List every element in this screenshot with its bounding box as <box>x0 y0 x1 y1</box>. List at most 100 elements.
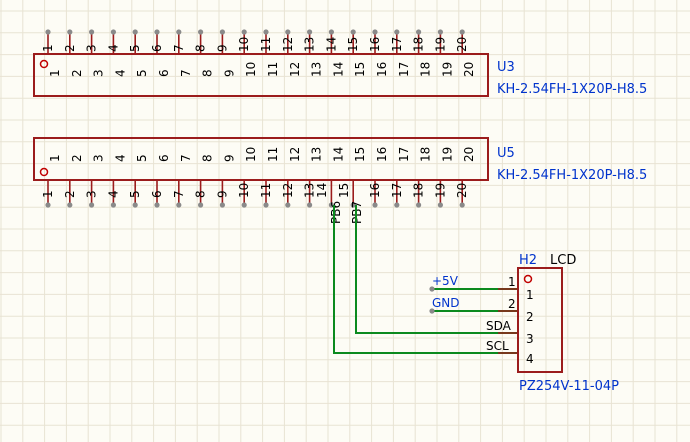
u5-pin-end[interactable] <box>328 202 334 208</box>
u5-pin-end[interactable] <box>45 202 51 208</box>
u3-pin-number: 3 <box>85 44 99 52</box>
wire-pb6-scl[interactable] <box>333 205 518 354</box>
u5-pin-end[interactable] <box>285 202 291 208</box>
u5-pin-end[interactable] <box>89 202 95 208</box>
u5-inner-pin-number: 17 <box>397 147 411 162</box>
u5-inner-pin-number: 13 <box>310 147 324 162</box>
u3-pin-end[interactable] <box>263 29 269 35</box>
u3-pin-number: 17 <box>390 37 404 52</box>
h2-designator: H2 <box>519 253 537 268</box>
u5-pin1-marker <box>39 167 49 177</box>
u3-pin-number: 6 <box>150 44 164 52</box>
u5-pin-end[interactable] <box>132 202 138 208</box>
u3-pin1-marker <box>39 59 49 69</box>
u5-pin-number: 16 <box>368 183 382 198</box>
u5-pin-end[interactable] <box>219 202 225 208</box>
u3-inner-pin-number: 15 <box>353 62 367 77</box>
u5-pin-number: 3 <box>85 190 99 198</box>
h2-pin1-marker <box>523 274 533 284</box>
u5-pin-number: 8 <box>194 190 208 198</box>
u5-inner-pin-number: 15 <box>353 147 367 162</box>
u3-inner-pin-number: 6 <box>157 69 171 77</box>
u3-pin-end[interactable] <box>241 29 247 35</box>
u3-pin-number: 7 <box>172 44 186 52</box>
u5-inner-pin-number: 6 <box>157 154 171 162</box>
u3-pin-number: 19 <box>433 37 447 52</box>
u5-pin-end[interactable] <box>394 202 400 208</box>
u5-pin-number: 12 <box>281 183 295 198</box>
h2-pin-number: 2 <box>526 310 534 324</box>
u5-inner-pin-number: 1 <box>48 154 62 162</box>
u3-pin-end[interactable] <box>437 29 443 35</box>
u5-pin-number: 7 <box>172 190 186 198</box>
u3-pin-end[interactable] <box>132 29 138 35</box>
u5-body[interactable] <box>33 137 489 181</box>
u5-inner-pin-number: 14 <box>331 147 345 162</box>
u5-designator: U5 <box>497 146 515 161</box>
h2-net-label: SDA <box>486 319 512 333</box>
u5-pin-end[interactable] <box>307 202 313 208</box>
u3-inner-pin-number: 5 <box>135 69 149 77</box>
u5-pin-number: 9 <box>215 190 229 198</box>
u3-pin-number: 9 <box>215 44 229 52</box>
u3-value: KH-2.54FH-1X20P-H8.5 <box>497 82 647 97</box>
wire-pb7-sda[interactable] <box>355 205 518 334</box>
u3-pin-end[interactable] <box>198 29 204 35</box>
u3-pin-end[interactable] <box>219 29 225 35</box>
u3-pin-end[interactable] <box>372 29 378 35</box>
u5-inner-pin-number: 16 <box>375 147 389 162</box>
u5-pin-number: 10 <box>237 183 251 198</box>
u5-pin-number: 15 <box>337 183 351 198</box>
u3-pin-number: 10 <box>237 37 251 52</box>
u3-pin-end[interactable] <box>89 29 95 35</box>
u5-pin-end[interactable] <box>110 202 116 208</box>
u3-inner-pin-number: 9 <box>222 69 236 77</box>
u5-pin-end[interactable] <box>459 202 465 208</box>
u5-pin-end[interactable] <box>241 202 247 208</box>
u5-pin-end[interactable] <box>198 202 204 208</box>
u3-body[interactable] <box>33 53 489 97</box>
u3-inner-pin-number: 2 <box>70 69 84 77</box>
u3-pin-end[interactable] <box>110 29 116 35</box>
u5-pin-number: 4 <box>106 190 120 198</box>
u3-inner-pin-number: 17 <box>397 62 411 77</box>
u5-pin-number: 17 <box>390 183 404 198</box>
u3-pin-end[interactable] <box>285 29 291 35</box>
u3-inner-pin-number: 7 <box>179 69 193 77</box>
u5-inner-pin-number: 7 <box>179 154 193 162</box>
u3-pin-end[interactable] <box>416 29 422 35</box>
u3-pin-end[interactable] <box>307 29 313 35</box>
u5-pin-end[interactable] <box>350 202 356 208</box>
h2-body[interactable] <box>517 267 563 373</box>
u3-pin-end[interactable] <box>328 29 334 35</box>
u3-pin-end[interactable] <box>154 29 160 35</box>
u5-pin-end[interactable] <box>176 202 182 208</box>
u5-pin-end[interactable] <box>372 202 378 208</box>
h2-value: PZ254V-11-04P <box>519 379 619 394</box>
u5-pin-end[interactable] <box>67 202 73 208</box>
u5-pin-end[interactable] <box>437 202 443 208</box>
u5-pin-end[interactable] <box>263 202 269 208</box>
u3-inner-pin-number: 20 <box>462 62 476 77</box>
u5-inner-pin-number: 2 <box>70 154 84 162</box>
u3-pin-end[interactable] <box>67 29 73 35</box>
u3-pin-number: 16 <box>368 37 382 52</box>
u3-pin-end[interactable] <box>459 29 465 35</box>
power-label-gnd: GND <box>432 296 460 310</box>
u5-inner-pin-number: 19 <box>440 147 454 162</box>
u3-pin-end[interactable] <box>394 29 400 35</box>
u3-pin-end[interactable] <box>45 29 51 35</box>
u3-pin-end[interactable] <box>176 29 182 35</box>
u5-pin-end[interactable] <box>154 202 160 208</box>
u3-pin-number: 1 <box>41 44 55 52</box>
u3-inner-pin-number: 13 <box>310 62 324 77</box>
u5-pin-end[interactable] <box>416 202 422 208</box>
u3-inner-pin-number: 18 <box>419 62 433 77</box>
u5-inner-pin-number: 12 <box>288 147 302 162</box>
u3-pin-end[interactable] <box>350 29 356 35</box>
